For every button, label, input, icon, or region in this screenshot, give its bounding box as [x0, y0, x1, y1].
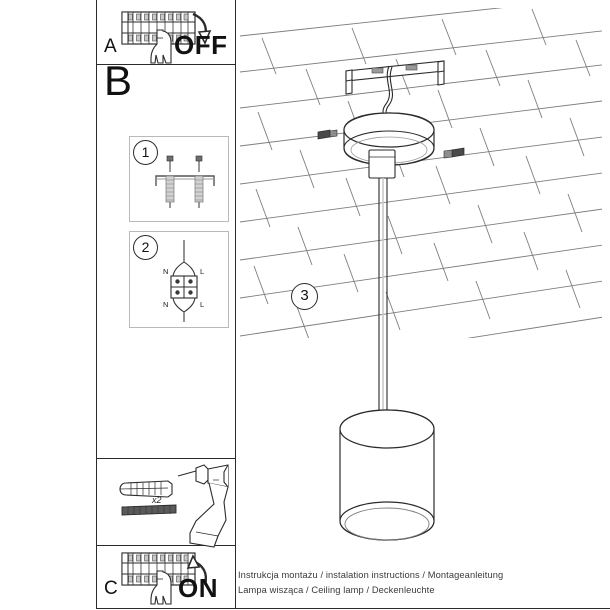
- supply-cable: [382, 65, 390, 128]
- canopy-side-screw-right: [443, 147, 465, 159]
- panel-c-letter: C: [104, 578, 118, 599]
- caption-line-1: Instrukcja montażu / instalation instruc…: [238, 570, 504, 580]
- panel-a-action-label: OFF: [174, 30, 228, 60]
- panel-c-action-label: ON: [178, 573, 218, 603]
- panel-a-letter: A: [104, 36, 117, 57]
- step-3-number: 3: [291, 283, 318, 310]
- panel-a: [96, 0, 236, 65]
- cylindrical-lamp-shade: [339, 409, 435, 541]
- ceiling-canopy: [343, 112, 435, 166]
- suspension-rod: [378, 178, 388, 418]
- mounting-bracket: [345, 60, 445, 95]
- canopy-side-screw-left: [317, 129, 338, 140]
- sheet-bottom-rule: [96, 608, 610, 609]
- caption-line-2: Lampa wisząca / Ceiling lamp / Deckenleu…: [238, 585, 435, 595]
- lamp-holder-housing: [368, 149, 396, 179]
- ceiling-pattern: [240, 8, 602, 338]
- supply-cable-2: [385, 66, 393, 129]
- panel-tools: [96, 458, 236, 546]
- panel-b-letter: B: [104, 57, 133, 104]
- left-column-frame: [96, 0, 236, 609]
- step-2-number: 2: [133, 235, 158, 260]
- step-1-number: 1: [133, 140, 158, 165]
